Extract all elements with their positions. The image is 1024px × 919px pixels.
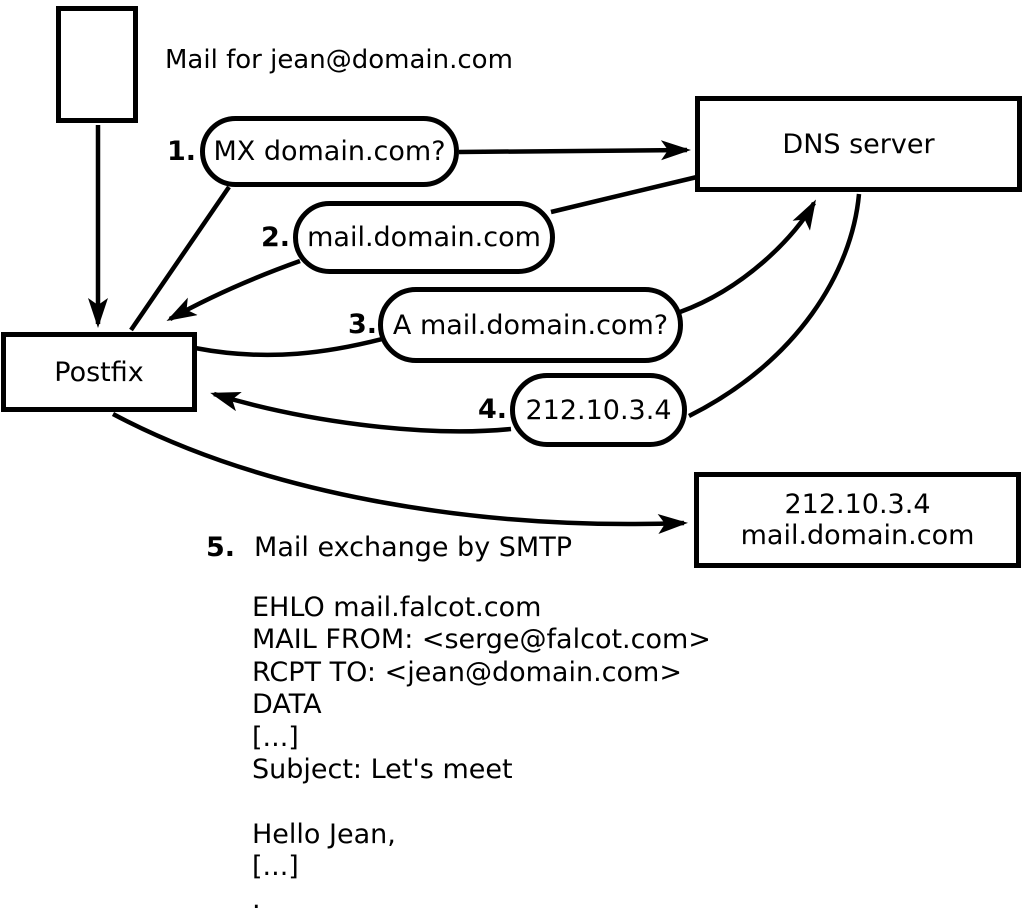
bubble-mx-query-label: MX domain.com? — [213, 136, 446, 167]
step-number-1: 1. — [166, 136, 196, 167]
smtp-line-ellipsis-1: [...] — [252, 721, 299, 753]
bubble-mx-answer: mail.domain.com — [293, 201, 555, 274]
mail-message-node — [56, 6, 138, 123]
line-postfix-to-mx-query — [129, 185, 231, 332]
line-dns-to-a-answer — [687, 193, 862, 419]
postfix-node: Postfix — [1, 332, 197, 412]
smtp-line-data: DATA — [252, 689, 322, 721]
step-number-2: 2. — [260, 222, 290, 253]
smtp-line-ellipsis-2: [...] — [252, 851, 299, 883]
bubble-a-query-label: A mail.domain.com? — [392, 309, 669, 341]
step-5-caption: 5. Mail exchange by SMTP — [206, 533, 572, 563]
smtp-line-ehlo: EHLO mail.falcot.com — [252, 592, 542, 623]
target-host-ip: 212.10.3.4 — [784, 489, 931, 520]
bubble-a-answer: 212.10.3.4 — [510, 373, 687, 447]
bubble-a-query: A mail.domain.com? — [378, 287, 683, 363]
bubble-mx-answer-label: mail.domain.com — [307, 222, 541, 253]
smtp-line-rcpt-to: RCPT TO: <jean@domain.com> — [252, 656, 682, 688]
target-host-name: mail.domain.com — [740, 520, 975, 551]
smtp-line-blank — [252, 786, 711, 818]
step-number-5: 5. — [206, 532, 236, 563]
smtp-line-end-dot: . — [252, 883, 261, 915]
step-5-label: Mail exchange by SMTP — [254, 532, 572, 563]
step-number-3: 3. — [347, 309, 377, 340]
smtp-line-mail-from: MAIL FROM: <serge@falcot.com> — [252, 624, 711, 656]
step-number-4: 4. — [477, 394, 507, 425]
arrow-smtp-exchange — [111, 412, 688, 534]
arrow-a-answer-to-postfix — [210, 391, 512, 434]
smtp-session-transcript: EHLO mail.falcot.com MAIL FROM: <serge@f… — [252, 592, 711, 916]
bubble-mx-query: MX domain.com? — [200, 116, 459, 187]
arrow-mx-answer-to-postfix — [166, 258, 301, 321]
dns-server-label: DNS server — [782, 128, 935, 160]
dns-server-node: DNS server — [695, 96, 1022, 192]
smtp-line-subject: Subject: Let's meet — [252, 754, 513, 786]
line-postfix-to-a-query — [194, 334, 391, 358]
mail-note: Mail for jean@domain.com — [165, 45, 513, 75]
smtp-line-greeting: Hello Jean, — [252, 818, 396, 850]
target-host-node: 212.10.3.4 mail.domain.com — [694, 472, 1021, 568]
postfix-label: Postfix — [54, 356, 144, 388]
bubble-a-answer-label: 212.10.3.4 — [525, 394, 672, 426]
line-dns-to-mx-answer — [550, 174, 698, 215]
arrow-a-query-to-dns — [679, 199, 816, 315]
arrow-mx-query-to-dns — [458, 140, 691, 161]
